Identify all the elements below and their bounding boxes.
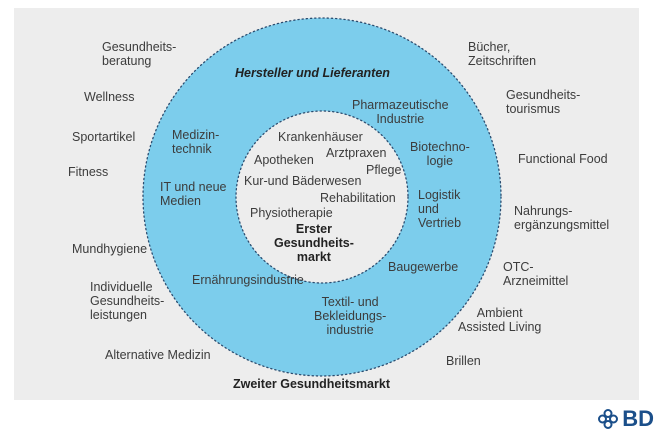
label-individuelle-gesundheitsleistungen: Individuelle Gesundheits- leistungen — [90, 280, 165, 322]
label-pharmazeutische-industrie: Pharmazeutische Industrie — [352, 98, 449, 126]
label-apotheken: Apotheken — [254, 153, 314, 167]
label-arztpraxen: Arztpraxen — [326, 146, 387, 160]
label-medizintechnik: Medizin- technik — [172, 128, 220, 156]
label-biotechnologie: Biotechno- logie — [410, 140, 470, 168]
label-sportartikel: Sportartikel — [72, 130, 136, 144]
label-gesundheitsberatung: Gesundheits- beratung — [102, 40, 177, 68]
label-gesundheitstourismus: Gesundheits- tourismus — [506, 88, 581, 116]
title-zweiter-gesundheitsmarkt: Zweiter Gesundheitsmarkt — [233, 377, 390, 391]
label-mundhygiene: Mundhygiene — [72, 242, 148, 256]
label-functional-food: Functional Food — [518, 152, 608, 166]
bdi-flower-icon — [598, 409, 619, 429]
label-kur-und-baederwesen: Kur-und Bäderwesen — [244, 174, 362, 188]
inner-circle — [235, 110, 409, 284]
label-it-und-neue-medien: IT und neue Medien — [160, 180, 227, 208]
title-erster-gesundheitsmarkt: Erster Gesundheits- markt — [274, 222, 354, 264]
label-wellness: Wellness — [84, 90, 135, 104]
label-pflege: Pflege — [366, 163, 402, 177]
label-baugewerbe: Baugewerbe — [388, 260, 459, 274]
label-physiotherapie: Physiotherapie — [250, 206, 333, 220]
label-brillen: Brillen — [446, 354, 481, 368]
title-hersteller-und-lieferanten: Hersteller und Lieferanten — [235, 66, 390, 80]
label-fitness: Fitness — [68, 165, 109, 179]
label-textil-und-bekleidungsindustrie: Textil- und Bekleidungs- industrie — [314, 295, 387, 337]
label-krankenhaeuser: Krankenhäuser — [278, 130, 363, 144]
logo-text: BD — [622, 406, 654, 431]
label-alternative-medizin: Alternative Medizin — [105, 348, 211, 362]
label-logistik-und-vertrieb: Logistik und Vertrieb — [418, 188, 462, 230]
label-nahrungsergaenzungsmittel: Nahrungs- ergänzungsmittel — [514, 204, 610, 232]
bdi-logo: BD — [597, 406, 654, 432]
label-ernaehrungsindustrie: Ernährungsindustrie — [192, 273, 304, 287]
label-buecher-zeitschriften: Bücher, Zeitschriften — [468, 40, 537, 68]
label-rehabilitation: Rehabilitation — [320, 191, 396, 205]
label-ambient-assisted-living: Ambient Assisted Living — [458, 306, 542, 334]
label-otc-arzneimittel: OTC- Arzneimittel — [503, 260, 569, 288]
